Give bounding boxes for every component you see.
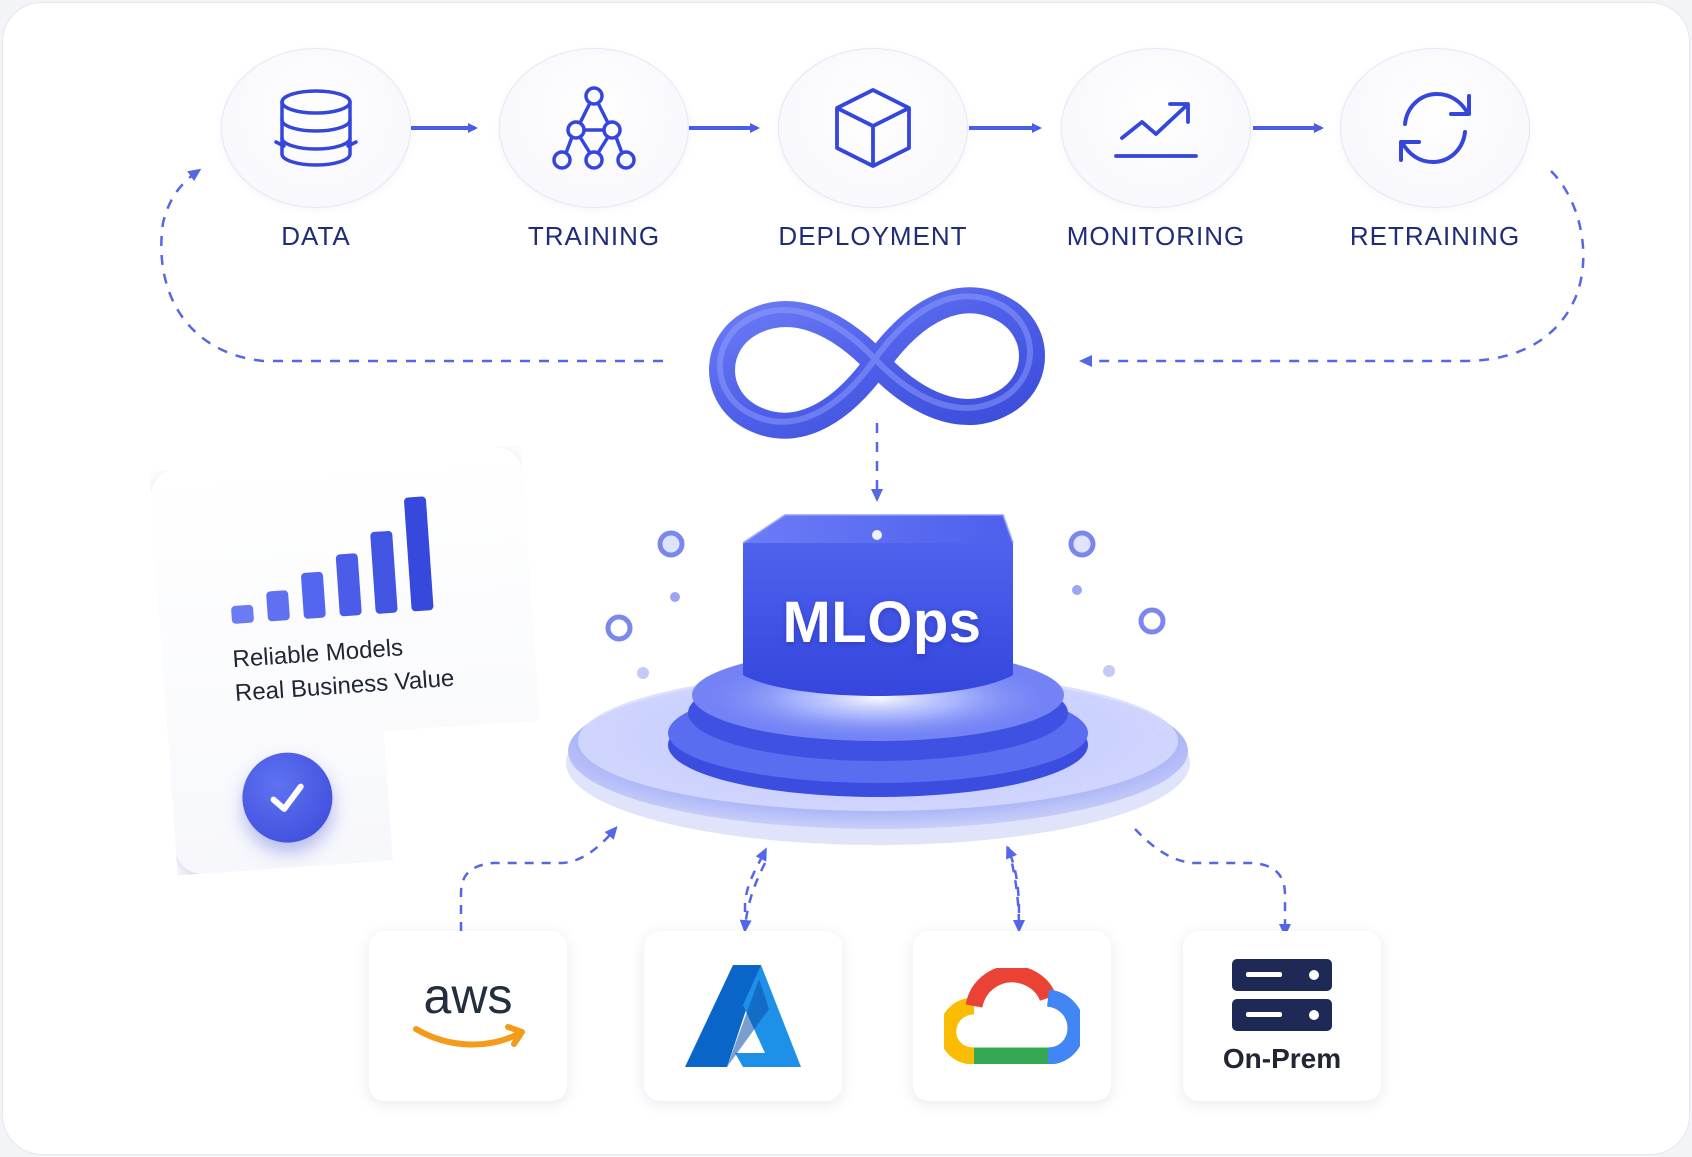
success-badge [239, 750, 335, 846]
stage-data[interactable] [221, 48, 411, 208]
stage-label-data: DATA [281, 221, 351, 251]
connector-aws [459, 825, 618, 931]
server-rack-icon [1232, 959, 1332, 1031]
mlops-core-label: MLOps [782, 590, 982, 655]
provider-google-cloud[interactable] [913, 931, 1111, 1101]
stage-label-deployment: DEPLOYMENT [778, 221, 968, 251]
diagram-canvas [160, 123, 1585, 937]
checkmark-icon [262, 772, 313, 823]
google-cloud-logo [944, 968, 1080, 1064]
connector-onprem [1134, 828, 1291, 937]
particles [605, 530, 1166, 642]
infinity-icon [709, 287, 1045, 439]
stage-monitoring[interactable] [1061, 48, 1251, 208]
stage-retraining[interactable] [1340, 48, 1530, 208]
aws-logo: aws [413, 971, 525, 1048]
mlops-cube [742, 514, 1014, 696]
stage-deployment[interactable] [778, 48, 968, 208]
connector-azure [743, 847, 767, 929]
refresh-cycle-icon [1399, 92, 1471, 164]
provider-connectors [459, 825, 1291, 937]
database-icon [274, 89, 358, 167]
azure-logo [685, 965, 801, 1067]
network-nodes-icon [552, 86, 636, 170]
trend-up-icon [1114, 102, 1198, 158]
bar-chart-icon [222, 490, 460, 626]
mlops-platform [566, 649, 1190, 845]
aws-logo-text: aws [424, 971, 513, 1024]
provider-on-prem[interactable]: On-Prem [1183, 931, 1381, 1101]
stage-label-training: TRAINING [527, 221, 661, 251]
provider-label-on-prem: On-Prem [1222, 1043, 1342, 1074]
connector-gcloud-up [1006, 845, 1021, 914]
provider-aws[interactable]: aws [369, 931, 567, 1101]
loop-left-dashed [160, 168, 663, 363]
stage-training[interactable] [499, 48, 689, 208]
value-card: Reliable Models Real Business Value [149, 446, 548, 876]
connector-azure-down [739, 862, 767, 933]
stage-label-retraining: RETRAINING [1349, 221, 1521, 251]
loop-right-dashed [1079, 170, 1585, 367]
stage-label-monitoring: MONITORING [1066, 221, 1246, 251]
provider-azure[interactable] [644, 931, 842, 1101]
feedback-loops [160, 168, 1585, 502]
cube-icon [835, 88, 911, 168]
